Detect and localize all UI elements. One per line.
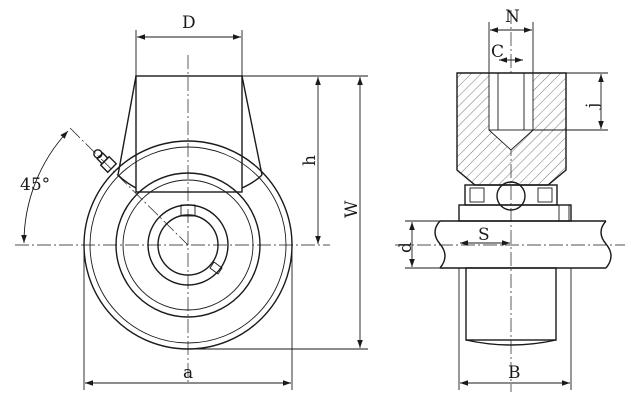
dim-W-label: W bbox=[342, 200, 362, 218]
dim-S-label: S bbox=[478, 225, 490, 245]
dim-d-label: d bbox=[396, 242, 416, 253]
dim-j-label: j bbox=[583, 103, 603, 110]
inner-ring-extension bbox=[458, 267, 572, 346]
bearing-ball bbox=[496, 181, 526, 211]
neck-right-shoulder bbox=[241, 174, 263, 189]
outer-housing-inner-edge bbox=[89, 146, 287, 344]
neck-left-taper bbox=[117, 75, 137, 176]
angle-45-label: 45° bbox=[20, 175, 50, 195]
front-diagonal-centerline bbox=[69, 127, 189, 246]
housing-section bbox=[456, 72, 567, 186]
shaft bbox=[434, 220, 612, 269]
set-screw-slot bbox=[209, 261, 223, 275]
front-view: D h W a 45° bbox=[15, 13, 368, 390]
drill-point bbox=[488, 129, 534, 151]
dim-a-label: a bbox=[183, 363, 193, 383]
bore-circle bbox=[157, 214, 219, 276]
neck-top-block bbox=[135, 75, 243, 193]
dim-N-label: N bbox=[505, 7, 520, 27]
bearing-seal-ring bbox=[122, 179, 254, 311]
set-screw-icon bbox=[558, 204, 570, 222]
bearing-section bbox=[458, 181, 572, 222]
bearing-outer-ring bbox=[115, 172, 261, 318]
tapped-hole bbox=[488, 72, 534, 131]
grease-nipple-icon bbox=[93, 149, 118, 174]
side-view: N C j d S B bbox=[395, 7, 625, 392]
dim-D-label: D bbox=[182, 13, 196, 33]
angle-45-arc bbox=[21, 130, 69, 244]
neck-left-shoulder bbox=[117, 174, 137, 189]
dim-C-label: C bbox=[491, 42, 504, 62]
dim-h-label: h bbox=[300, 155, 320, 166]
top-keyway bbox=[180, 204, 196, 217]
dim-B-label: B bbox=[508, 363, 521, 383]
neck-right-taper bbox=[241, 75, 263, 176]
